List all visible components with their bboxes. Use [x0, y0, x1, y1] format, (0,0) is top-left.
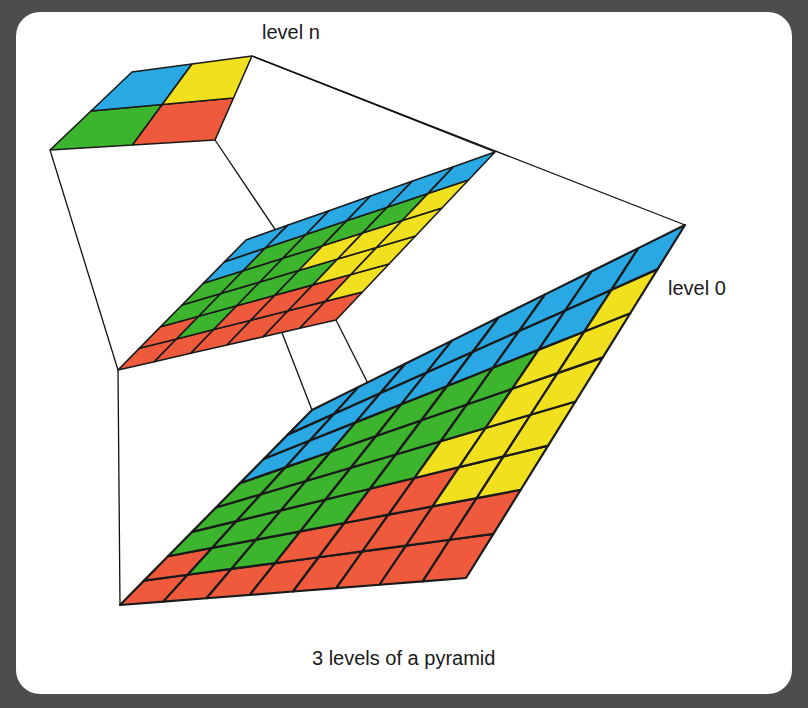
frustum-line — [252, 56, 685, 225]
pyramid-level — [120, 225, 685, 605]
grid-cell — [288, 387, 359, 435]
caption: 3 levels of a pyramid — [312, 646, 495, 670]
panel-background — [16, 12, 792, 694]
pyramid-level — [118, 152, 495, 370]
grid-cell — [334, 364, 405, 414]
frustum-lines — [50, 56, 685, 605]
level-label: level n — [262, 20, 320, 44]
pyramid-level — [50, 56, 252, 150]
frustum-line — [50, 150, 118, 370]
grid-cell — [428, 152, 495, 194]
grid-cell — [264, 414, 334, 459]
grid-cell — [162, 56, 252, 105]
frustum-line — [118, 370, 120, 605]
level-label: level 0 — [668, 276, 726, 300]
pyramid-levels — [50, 56, 685, 605]
